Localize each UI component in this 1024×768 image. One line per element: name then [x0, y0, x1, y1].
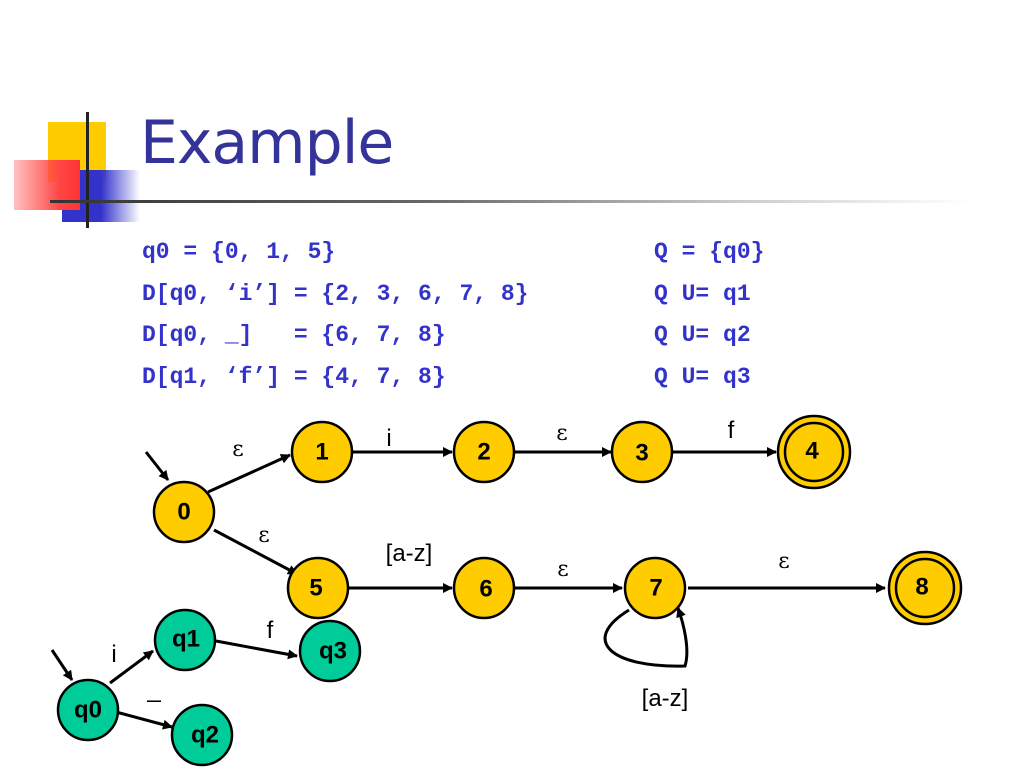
dfa-state-q1-label: q1	[172, 626, 200, 653]
code-line: D[q1, ‘f’] = {4, 7, 8} Q U= q3	[142, 357, 764, 399]
dfa-state-q1	[153, 608, 217, 672]
nfa-state-3	[610, 420, 674, 484]
code-rhs: Q U= q1	[654, 280, 751, 307]
nfa-state-5-label: 5	[309, 575, 322, 602]
title-underline	[50, 200, 970, 203]
dfa-edge-q0-q2-label: _	[146, 676, 161, 703]
nfa-edge-7-8-label: ε	[778, 549, 789, 574]
dfa-states	[56, 608, 362, 767]
code-rhs: Q U= q3	[654, 363, 751, 390]
nfa-edge-7-7	[603, 607, 689, 668]
nfa-state-0-label: 0	[177, 499, 190, 526]
code-rhs: Q U= q2	[654, 322, 751, 348]
dfa-state-q2-label: q2	[191, 722, 219, 749]
dfa-state-q0	[56, 678, 120, 742]
nfa-states	[152, 414, 963, 626]
code-lhs: D[q0, ‘i’] = {2, 3, 6, 7, 8}	[142, 280, 529, 307]
code-block: q0 = {0, 1, 5} Q = {q0} D[q0, ‘i’] = {2,…	[142, 232, 764, 398]
code-line: q0 = {0, 1, 5} Q = {q0}	[142, 232, 764, 274]
dfa-state-q3	[298, 619, 362, 683]
nfa-state-2-label: 2	[477, 439, 490, 466]
nfa-state-3-label: 3	[635, 440, 648, 467]
dfa-start-arrow	[50, 649, 74, 681]
nfa-state-8-label: 8	[915, 574, 928, 601]
nfa-state-7-label: 7	[649, 575, 662, 602]
code-lhs: q0 = {0, 1, 5}	[142, 239, 336, 265]
code-rhs: Q = {q0}	[654, 239, 765, 265]
dfa-edge-q0-q1	[109, 649, 154, 685]
nfa-edge-0-5-label: ε	[258, 523, 269, 548]
dfa-state-q2	[170, 703, 234, 767]
nfa-edge-0-1	[207, 453, 291, 494]
nfa-state-6	[452, 556, 516, 620]
nfa-edge-0-5	[213, 528, 298, 576]
nfa-state-7	[623, 556, 687, 620]
nfa-state-5	[286, 556, 350, 620]
slide-title: Example	[140, 108, 394, 178]
nfa-state-2	[452, 420, 516, 484]
dfa-edge-q0-q2	[115, 710, 173, 730]
dfa-edge-q1-q3	[215, 639, 298, 660]
nfa-edge-5-6-label: [a-z]	[386, 540, 433, 567]
code-lhs: D[q1, ‘f’] = {4, 7, 8}	[142, 363, 446, 390]
code-lhs: D[q0, _] = {6, 7, 8}	[142, 322, 446, 348]
nfa-state-0	[152, 480, 216, 544]
dfa-edge-q0-q1-label: i	[111, 641, 116, 668]
code-line: D[q0, _] = {6, 7, 8} Q U= q2	[142, 315, 764, 357]
nfa-edge-7-7-label: [a-z]	[642, 685, 689, 712]
nfa-edge-3-4-label: f	[728, 417, 735, 444]
nfa-state-8	[894, 557, 956, 619]
nfa-state-4	[783, 421, 845, 483]
nfa-state-1-label: 1	[315, 439, 328, 466]
nfa-state-6-label: 6	[479, 576, 492, 603]
dfa-state-q3-label: q3	[319, 638, 347, 665]
decor-vertical-line	[86, 112, 89, 228]
nfa-start-arrow	[144, 451, 170, 481]
nfa-edge-6-7-label: ε	[557, 557, 568, 582]
nfa-edge-2-3-label: ε	[556, 421, 567, 446]
dfa-state-q0-label: q0	[74, 697, 102, 724]
code-line: D[q0, ‘i’] = {2, 3, 6, 7, 8} Q U= q1	[142, 274, 764, 316]
nfa-edge-1-2-label: i	[386, 425, 391, 452]
nfa-edge-0-1-label: ε	[232, 437, 243, 462]
nfa-state-1	[290, 420, 354, 484]
dfa-edge-q1-q3-label: f	[267, 617, 274, 644]
nfa-state-4-label: 4	[805, 438, 819, 465]
